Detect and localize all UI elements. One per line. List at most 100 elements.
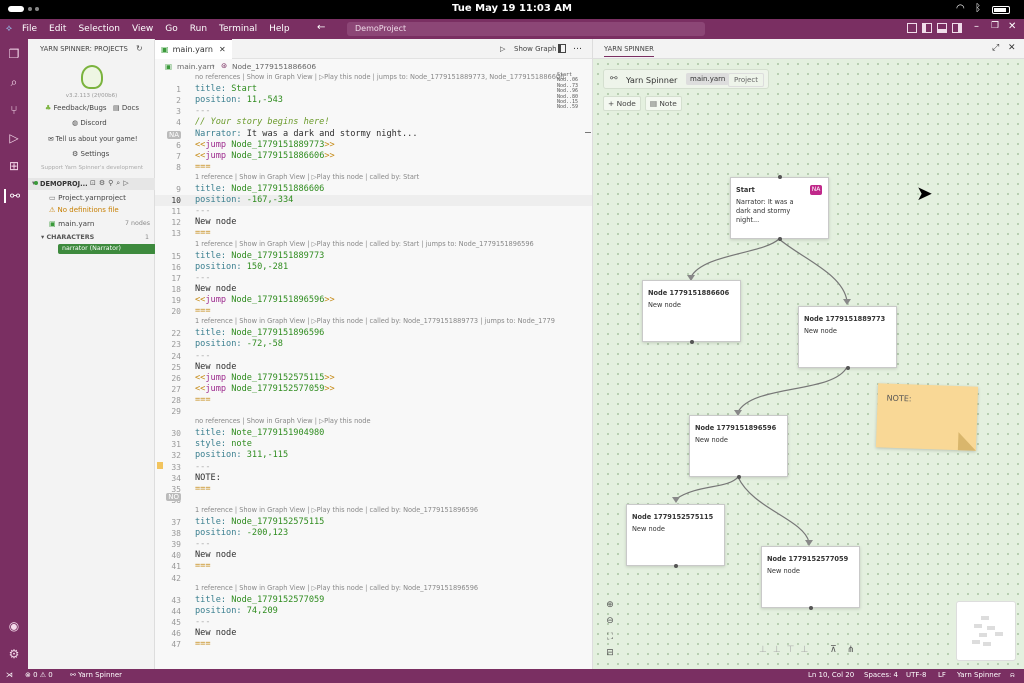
code-lens[interactable]: 1 reference | Show in Graph View | ▷Play… [195,172,420,181]
toggle-panel-icon[interactable] [937,23,947,33]
close-window-icon[interactable]: ✕ [1008,21,1017,32]
support-link[interactable]: Support Yarn Spinner's development [41,165,144,171]
code-lens[interactable]: no references | Show in Graph View | ▷Pl… [195,73,565,81]
split-editor-icon[interactable] [558,44,566,53]
code-line[interactable]: 7<<jump Node_1779151886606>> [155,151,592,162]
close-tab-icon[interactable]: ✕ [218,44,226,54]
more-actions-icon[interactable]: … [573,42,582,52]
code-line[interactable]: 8=== [155,162,592,173]
account-icon[interactable]: ◉ [8,619,20,633]
lock-icon[interactable]: ⊟ [606,648,614,658]
menu-edit[interactable]: Edit [49,24,67,34]
extensions-icon[interactable]: ⊞ [8,159,20,173]
minimize-icon[interactable]: – [974,21,979,32]
code-area[interactable]: no references | Show in Graph View | ▷Pl… [155,39,592,669]
code-line[interactable]: 24--- [155,351,592,362]
docs-link[interactable]: ▤ Docs [113,104,140,112]
play-icon[interactable]: ▷ [500,45,506,53]
menu-view[interactable]: View [131,24,154,34]
project-actions-icon[interactable]: ⊡⚙⚲⌕▷ [90,179,132,187]
no-definitions-warning[interactable]: ⚠ No definitions file [49,206,119,214]
code-line[interactable]: 42 [155,573,592,584]
explorer-icon[interactable]: ❐ [8,47,20,61]
code-line[interactable]: 39--- [155,539,592,550]
code-line[interactable]: 17--- [155,273,592,284]
code-lens[interactable]: 1 reference | Show in Graph View | ▷Play… [195,583,479,592]
code-lens[interactable]: 1 reference | Show in Graph View | ▷Play… [195,317,555,326]
sticky-note[interactable]: NOTE: [875,383,979,451]
menu-file[interactable]: File [21,24,38,34]
add-note-button[interactable]: ▤ Note [645,96,682,111]
code-line[interactable]: 35=== [155,484,592,495]
back-arrow-icon[interactable]: ← [317,22,326,33]
line-ending[interactable]: LF [938,671,946,679]
code-line[interactable]: 3--- [155,106,592,117]
fit-view-icon[interactable]: ⛶ [606,632,614,642]
minimap-overview[interactable] [956,601,1016,661]
zoom-in-icon[interactable]: ⊕ [606,600,614,610]
graph-node-059[interactable]: Node 1779152577059 New node [761,546,860,610]
project-chip[interactable]: Project [728,73,764,87]
wifi-icon[interactable]: ◠ [956,3,965,14]
code-line[interactable]: 28=== [155,395,592,406]
code-line[interactable]: 29 [155,406,592,417]
indentation[interactable]: Spaces: 4 [864,671,899,679]
encoding[interactable]: UTF-8 [906,671,927,679]
auto-layout-icon[interactable]: ⊼ [830,645,837,655]
close-panel-icon[interactable]: ✕ [1008,43,1016,53]
bluetooth-icon[interactable]: ᛒ [975,3,981,14]
file-chip[interactable]: main.yarn [686,73,730,85]
graph-node-773[interactable]: Node 1779151889773 New node [798,306,897,370]
cursor-position[interactable]: Ln 10, Col 20 [808,671,855,679]
code-lens[interactable]: no references | Show in Graph View | ▷Pl… [195,417,371,426]
code-line[interactable]: 26<<jump Node_1779152575115>> [155,373,592,384]
tell-us-link[interactable]: ✉ Tell us about your game! [48,135,138,143]
run-debug-icon[interactable]: ▷ [9,131,19,145]
code-line[interactable]: 19<<jump Node_1779151896596>> [155,295,592,306]
code-line[interactable]: 47=== [155,639,592,650]
file-project[interactable]: ▭ Project.yarnproject [49,193,126,202]
maximize-panel-icon[interactable]: ⤢ [992,43,1000,53]
code-line[interactable]: 11--- [155,206,592,217]
code-line[interactable]: 27<<jump Node_1779152577059>> [155,384,592,395]
code-line[interactable]: 13=== [155,228,592,239]
add-node-button[interactable]: + Node [603,96,641,111]
yarn-status-left[interactable]: ⚯ Yarn Spinner [70,671,123,679]
settings-link[interactable]: ⚙ Settings [72,150,110,158]
code-lens[interactable]: 1 reference | Show in Graph View | ▷Play… [195,505,479,514]
code-line[interactable]: 5Narrator: It was a dark and stormy nigh… [155,129,592,140]
command-center[interactable]: DemoProject [347,22,705,36]
yarn-spinner-icon[interactable]: ⚯ [4,189,24,203]
remote-icon[interactable]: ⋊ [6,671,13,679]
share-icon[interactable]: ⋔ [847,645,855,655]
toggle-sidebar-icon[interactable] [922,23,932,33]
file-main-yarn[interactable]: ▣ main.yarn [49,219,95,228]
graph-view[interactable]: YARN SPINNER ⤢ ✕ ⚯ Yarn Spinner main.yar… [592,39,1024,669]
scroll-indicator[interactable] [585,132,591,133]
source-control-icon[interactable]: ⑂ [10,103,18,117]
refresh-icon[interactable]: ↻ [136,44,143,53]
minimap[interactable]: Start Nod..06 Nod..73 Nod..96 Nod..80 No… [557,72,579,111]
discord-link[interactable]: ◍ Discord [72,119,107,127]
feedback-link[interactable]: ♣ Feedback/Bugs [45,104,107,112]
character-chip[interactable]: narrator (Narrator) [58,244,156,254]
menu-selection[interactable]: Selection [78,24,120,34]
code-line[interactable]: 4// Your story begins here! [155,117,592,128]
problems-indicator[interactable]: ⊗ 0 ⚠ 0 [25,671,53,679]
layout-icon[interactable] [907,23,917,33]
tab-main-yarn[interactable]: ▣ main.yarn ✕ [155,38,232,59]
